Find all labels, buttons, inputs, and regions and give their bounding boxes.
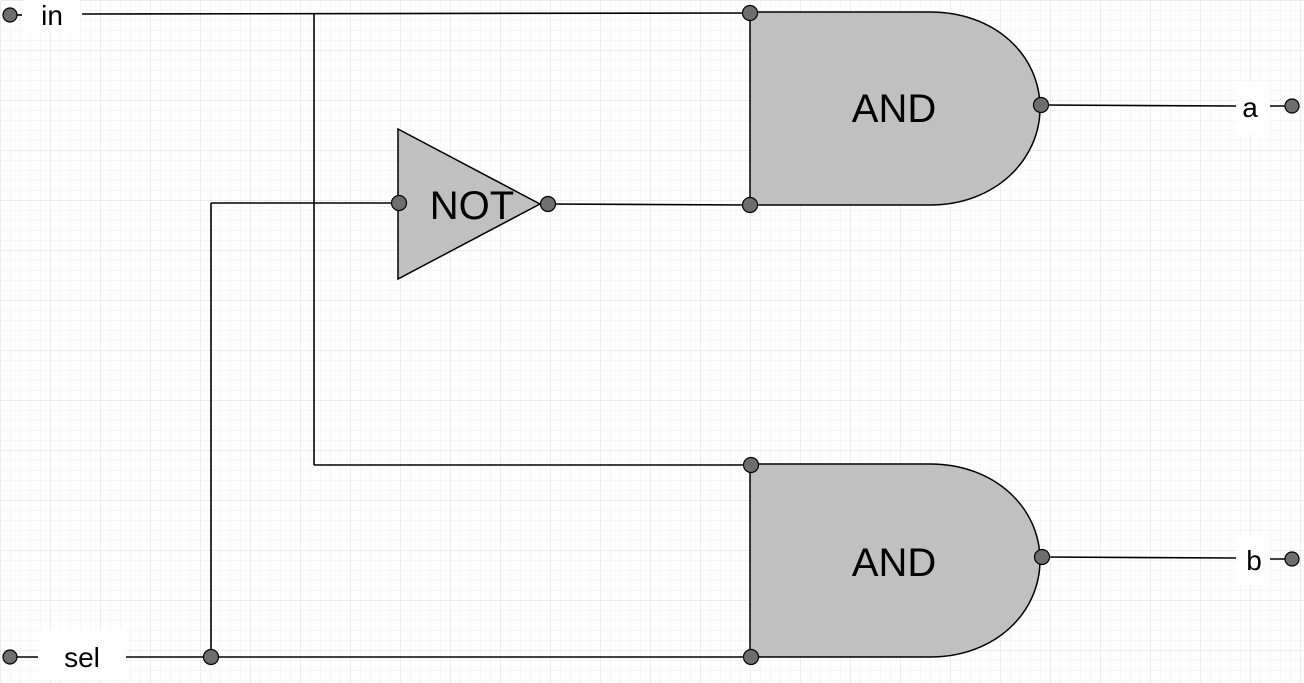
not-gate-label: NOT bbox=[430, 184, 514, 228]
pin-not-input[interactable] bbox=[390, 194, 408, 212]
pin-and-bottom-input-1[interactable] bbox=[742, 456, 760, 474]
and-gate-top[interactable]: AND bbox=[749, 11, 1041, 206]
pin-and-top-input-1[interactable] bbox=[741, 4, 759, 22]
pin-and-top-input-2[interactable] bbox=[741, 196, 759, 214]
and-gate-bottom[interactable]: AND bbox=[749, 463, 1041, 658]
pin-b-terminal[interactable] bbox=[1284, 551, 1300, 567]
port-b[interactable]: b bbox=[1236, 535, 1270, 585]
port-a[interactable]: a bbox=[1236, 82, 1270, 134]
pin-and-top-output[interactable] bbox=[1032, 96, 1050, 114]
wire-and-bottom-to-b bbox=[1041, 556, 1237, 559]
pins bbox=[2, 4, 1300, 666]
wire-in-to-and-top bbox=[81, 12, 751, 15]
port-sel-label: sel bbox=[64, 642, 100, 673]
port-b-label: b bbox=[1246, 545, 1262, 576]
pin-and-bottom-output[interactable] bbox=[1033, 548, 1051, 566]
and-gate-top-label: AND bbox=[852, 87, 936, 131]
pin-not-output[interactable] bbox=[539, 195, 557, 213]
pin-a-terminal[interactable] bbox=[1284, 98, 1300, 114]
wire-not-to-and-top bbox=[547, 203, 751, 206]
port-in[interactable]: in bbox=[24, 0, 80, 32]
and-gate-bottom-label: AND bbox=[852, 541, 936, 585]
pin-sel-terminal[interactable] bbox=[2, 649, 18, 665]
pin-and-bottom-input-2[interactable] bbox=[742, 648, 760, 666]
port-in-label: in bbox=[41, 0, 63, 31]
wire-and-top-to-a bbox=[1041, 104, 1237, 107]
not-gate[interactable]: NOT bbox=[397, 127, 542, 281]
port-sel[interactable]: sel bbox=[38, 630, 126, 680]
pin-in-terminal[interactable] bbox=[2, 7, 18, 23]
pin-sel-junction[interactable] bbox=[202, 648, 220, 666]
wires bbox=[10, 12, 1292, 658]
port-a-label: a bbox=[1242, 92, 1258, 123]
